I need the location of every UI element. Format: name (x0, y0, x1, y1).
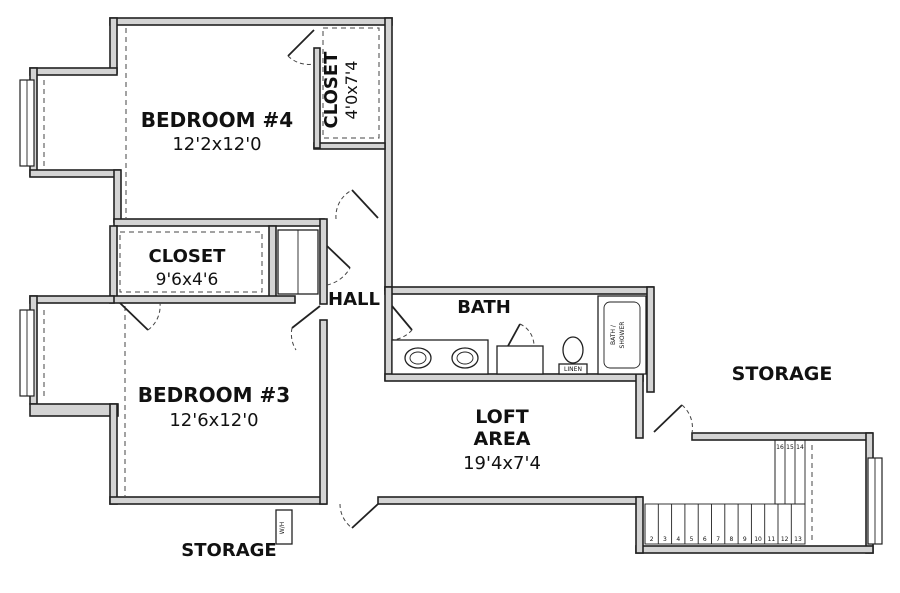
closet-mid-label: CLOSET (149, 246, 227, 267)
windows (19, 79, 883, 545)
stair-step-number: 14 (796, 444, 804, 451)
stair-step-number: 6 (703, 536, 707, 543)
tub-label-line1: BATH / (610, 324, 617, 345)
bedroom3-size: 12'6x12'0 (169, 410, 258, 431)
stair-step-number: 9 (743, 536, 747, 543)
stair-step-number: 5 (690, 536, 694, 543)
stair-step-number: 4 (676, 536, 680, 543)
storage-right-label: STORAGE (732, 363, 833, 385)
bedroom4-size: 12'2x12'0 (172, 134, 261, 155)
stair-step-number: 11 (768, 536, 776, 543)
sink-icon (404, 347, 432, 369)
stair-step-number: 10 (754, 536, 762, 543)
dashed-lines (43, 27, 813, 542)
closet-top-size: 4'0x7'4 (342, 61, 361, 120)
closet-top-label: CLOSET (321, 51, 342, 129)
sink-icon (451, 347, 479, 369)
storage-bottom-label: STORAGE (181, 540, 276, 561)
doors (119, 29, 693, 529)
bedroom3-label: BEDROOM #3 (138, 383, 290, 407)
hall-linen (277, 229, 319, 295)
linen-label: LINEN (564, 366, 582, 373)
water-heater-icon: W/H (275, 509, 293, 545)
closet-mid-size: 9'6x4'6 (156, 270, 219, 290)
hall-label: HALL (328, 289, 380, 310)
loft-size: 19'4x7'4 (463, 453, 541, 474)
stair-step-number: 15 (786, 444, 794, 451)
loft-label-line2: AREA (473, 428, 530, 450)
svg-text:W/H: W/H (279, 522, 286, 534)
bath-fixtures (391, 295, 647, 375)
stair-step-number: 13 (794, 536, 802, 543)
toilet-icon (558, 336, 588, 375)
tub-label-line2: SHOWER (619, 322, 626, 349)
stair-step-number: 7 (716, 536, 720, 543)
bathtub-icon (597, 295, 647, 375)
stair-step-number: 12 (781, 536, 789, 543)
stair-step-number: 16 (776, 444, 784, 451)
loft-label-line1: LOFT (475, 406, 529, 428)
stair-step-number: 8 (730, 536, 734, 543)
stair-step-number: 3 (663, 536, 667, 543)
bedroom4-label: BEDROOM #4 (141, 108, 293, 132)
stair-step-number: 2 (650, 536, 654, 543)
bath-label: BATH (457, 297, 511, 318)
